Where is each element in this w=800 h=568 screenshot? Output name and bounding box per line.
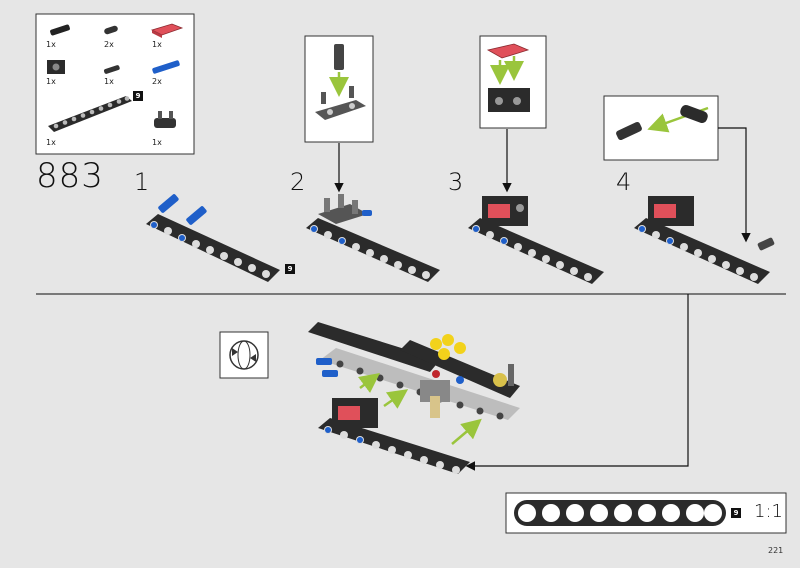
rotate-model-icon xyxy=(219,331,269,379)
flow-arrow xyxy=(465,294,689,471)
part-qty-red-tile: 1x xyxy=(152,40,162,49)
page-number: 221 xyxy=(768,546,784,555)
axle-connector-part xyxy=(50,24,70,36)
part-qty-beam: 1x xyxy=(46,138,56,147)
set-number: 883 xyxy=(36,156,104,196)
step-4-callout xyxy=(603,95,751,243)
step-3-assembly xyxy=(468,196,604,284)
part-qty-black-pin: 1x xyxy=(104,77,114,86)
scale-reference-box xyxy=(505,492,787,534)
beam-length-badge: 9 xyxy=(133,91,143,101)
part-qty-double-pin: 1x xyxy=(152,138,162,147)
scale-ratio: 1:1 xyxy=(754,501,783,522)
step-3-number: 3 xyxy=(448,168,464,196)
step-2-number: 2 xyxy=(290,168,306,196)
part-qty-brick: 1x xyxy=(46,77,56,86)
part-qty-blue-axle-pin: 2x xyxy=(152,77,162,86)
pin-with-friction-part xyxy=(104,25,118,35)
step-2-callout xyxy=(304,35,374,193)
step-4-number: 4 xyxy=(616,168,632,196)
double-pin-connector-part xyxy=(154,111,176,128)
step-1-number: 1 xyxy=(134,168,150,196)
blue-axle-pin-part xyxy=(152,60,180,74)
beam-9-part xyxy=(48,96,132,132)
red-tile-part xyxy=(150,23,184,38)
step-3-callout xyxy=(479,35,547,193)
black-pin-part xyxy=(103,65,120,74)
part-qty-friction-pin: 2x xyxy=(104,40,114,49)
step-2-assembly xyxy=(306,194,440,282)
brick-with-holes-part xyxy=(47,60,65,74)
step-1-assembly xyxy=(146,194,280,282)
step-4-assembly xyxy=(634,196,775,284)
part-qty-axle-connector: 1x xyxy=(46,40,56,49)
scale-beam-badge: 9 xyxy=(731,508,741,518)
parts-list-box xyxy=(35,13,195,155)
step-1-beam-badge: 9 xyxy=(285,264,295,274)
main-assembly xyxy=(308,322,520,474)
